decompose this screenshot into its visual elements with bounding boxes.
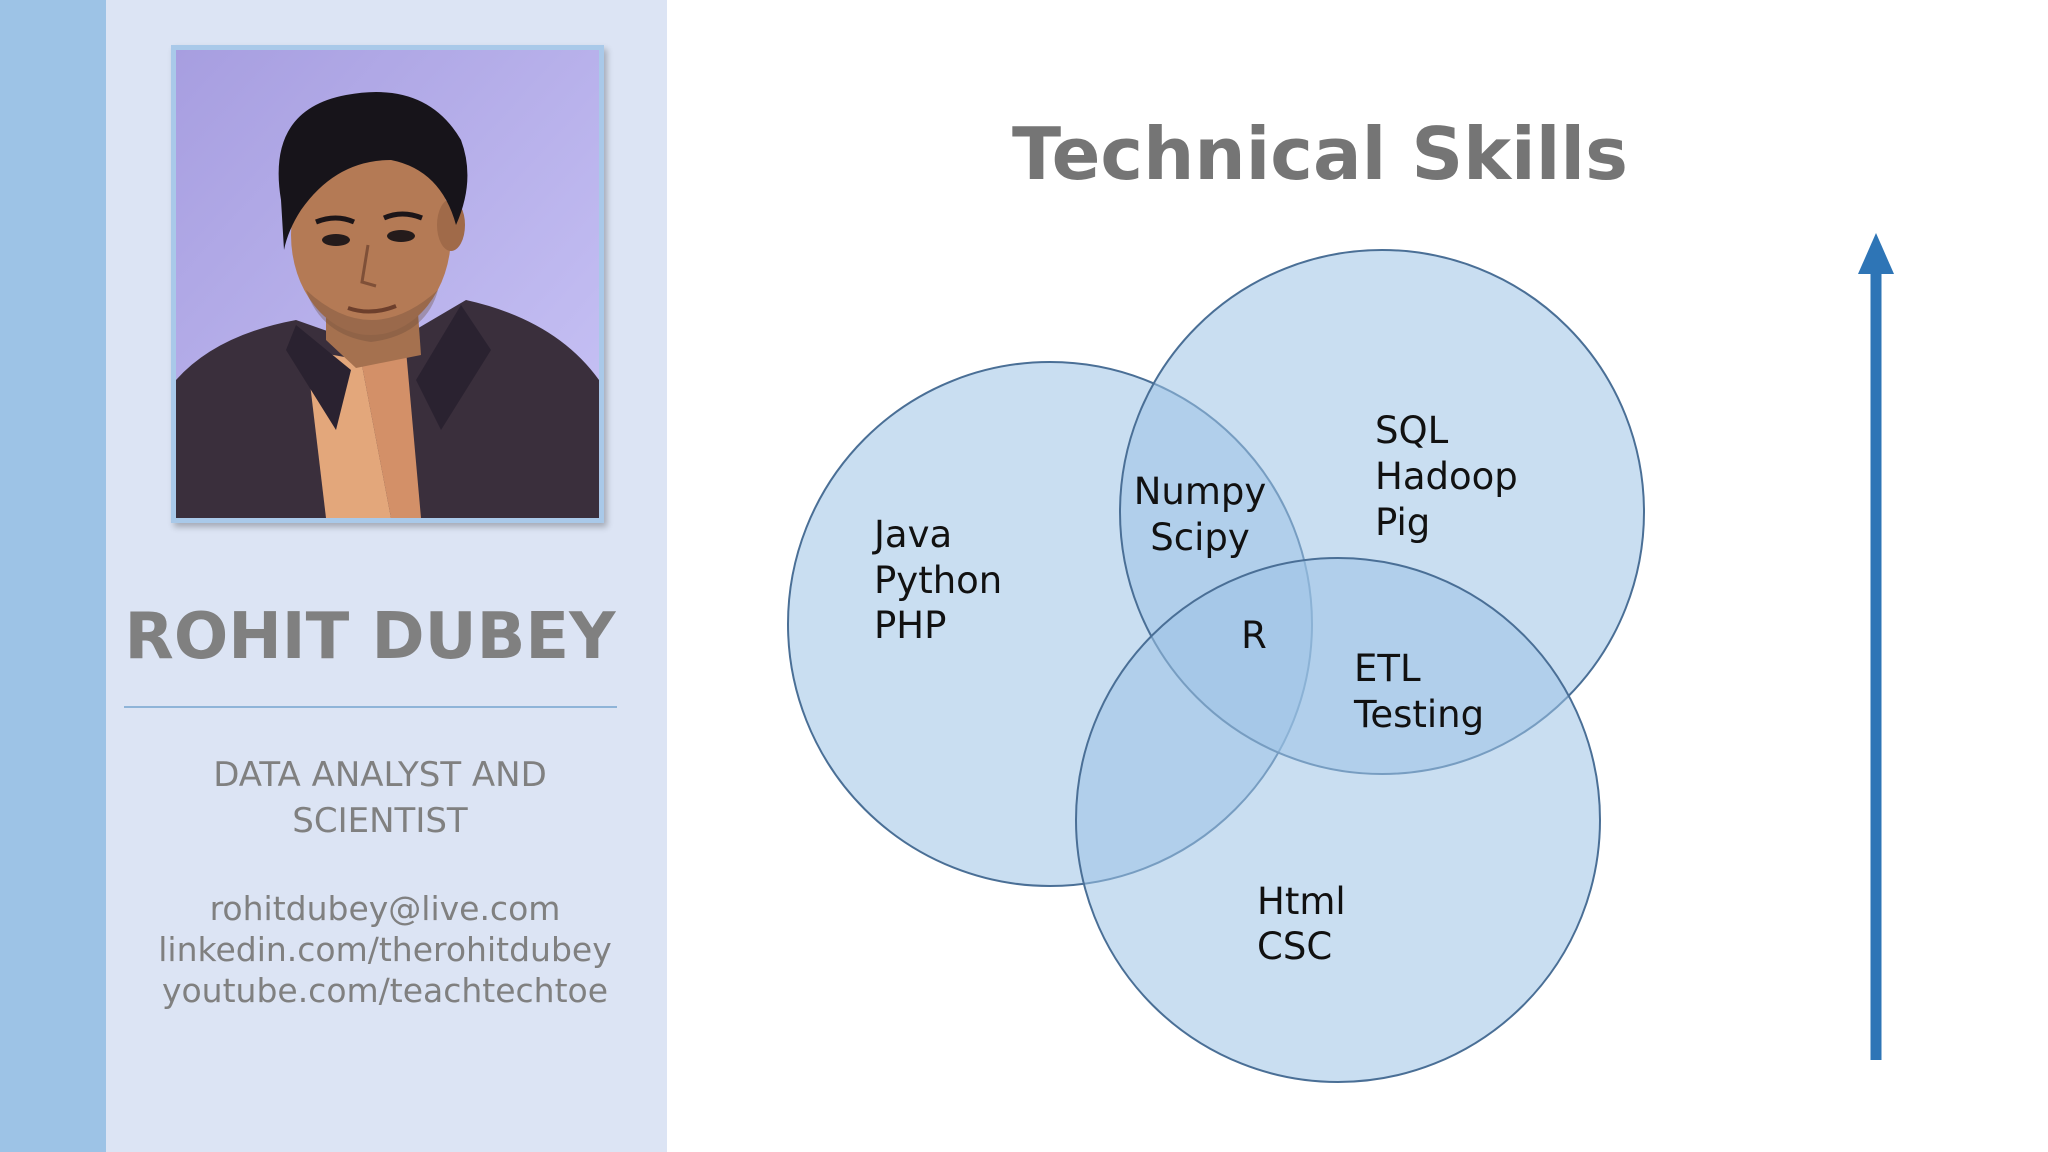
- up-arrow-icon: [1858, 233, 1894, 1060]
- skills-venn-diagram: Java Python PHP Numpy Scipy SQL Hadoop P…: [787, 249, 1645, 1083]
- skill-php: PHP: [874, 604, 946, 647]
- venn-circle-web: [1075, 557, 1601, 1083]
- accent-bar: [0, 0, 106, 1152]
- name-divider: [124, 706, 617, 708]
- profile-photo: [171, 45, 604, 523]
- slide-title: Technical Skills: [1012, 112, 1628, 196]
- skill-etl: ETL: [1354, 647, 1421, 690]
- skill-scipy: Scipy: [1150, 516, 1250, 559]
- email-address[interactable]: rohitdubey@live.com: [209, 889, 561, 928]
- arrow-head: [1858, 233, 1894, 274]
- skill-java: Java: [872, 513, 952, 556]
- skill-numpy: Numpy: [1134, 470, 1267, 513]
- skill-csc: CSC: [1257, 925, 1332, 968]
- skill-hadoop: Hadoop: [1375, 455, 1518, 498]
- skill-r: R: [1241, 614, 1267, 657]
- skill-sql: SQL: [1375, 409, 1449, 452]
- skill-pig: Pig: [1375, 501, 1430, 544]
- linkedin-link[interactable]: linkedin.com/therohitdubey: [158, 930, 612, 969]
- youtube-link[interactable]: youtube.com/teachtechtoe: [161, 971, 609, 1010]
- job-title: DATA ANALYST AND SCIENTIST: [120, 752, 640, 844]
- person-name: ROHIT DUBEY: [124, 600, 616, 674]
- job-title-line-1: DATA ANALYST AND: [213, 755, 547, 795]
- skill-html: Html: [1257, 880, 1346, 923]
- job-title-line-2: SCIENTIST: [292, 801, 468, 841]
- skill-python: Python: [874, 559, 1002, 602]
- profile-photo-image: [176, 50, 599, 518]
- skill-testing: Testing: [1353, 693, 1484, 736]
- contact-info: rohitdubey@live.com linkedin.com/therohi…: [120, 888, 650, 1011]
